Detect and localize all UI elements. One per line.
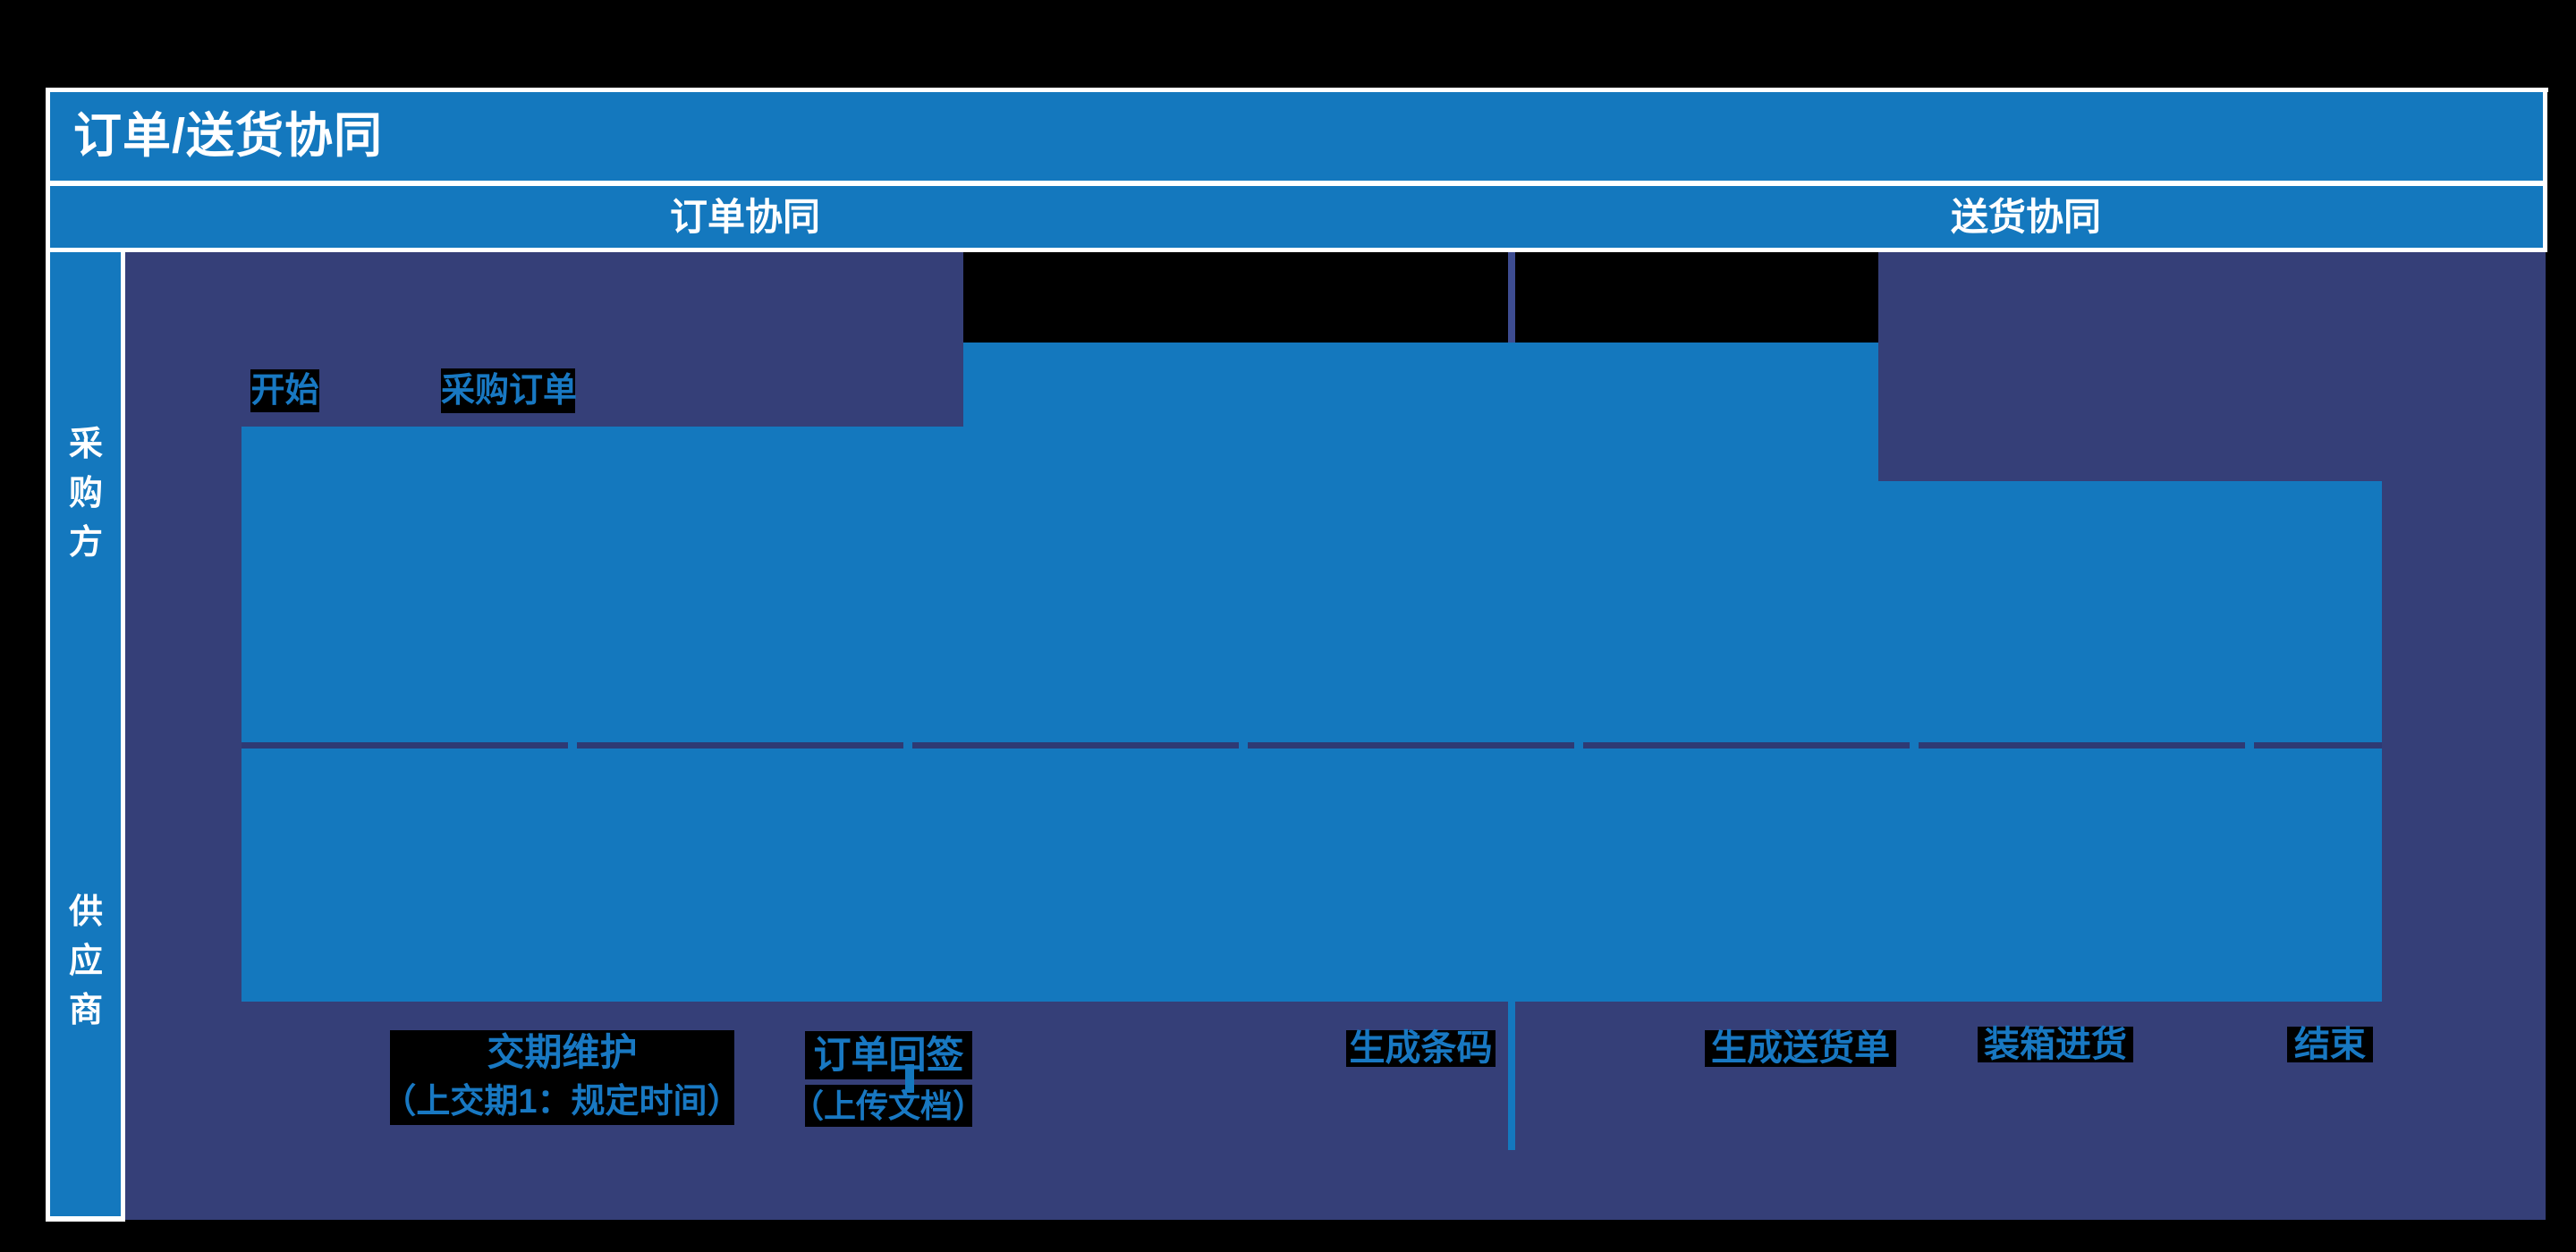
blacked-out-panel-right [1515, 252, 1878, 343]
lane-label-purchaser: 采购方 [68, 426, 103, 562]
generate-barcode-node-label: 生成条码 [1349, 1028, 1493, 1068]
blue-overlay-rect-left [242, 427, 963, 1002]
page-title: 订单/送货协同 [73, 109, 384, 163]
end-node-label: 结束 [2294, 1025, 2366, 1064]
sidebar-divider-line [121, 252, 125, 1220]
column-divider-line-upper [1508, 252, 1515, 343]
column-header-delivery-collaboration: 送货协同 [1950, 196, 2101, 238]
lane-label-supplier: 供应商 [68, 893, 103, 1029]
order-countersign-node-label: 订单回签 [813, 1034, 964, 1076]
generate-barcode-node-box [1346, 1030, 1496, 1067]
blue-overlay-rect-middle [963, 343, 1878, 1002]
purchase-order-node-label: 采购订单 [441, 372, 578, 410]
column-header-order-collaboration: 订单协同 [669, 196, 820, 238]
end-node-box [2287, 1027, 2373, 1062]
order-countersign-note-box [805, 1085, 972, 1127]
order-countersign-node-box [805, 1031, 972, 1079]
column-divider-line-lower [1508, 1002, 1515, 1150]
lane-label-sidebar [50, 252, 121, 1220]
delivery-date-node-box [390, 1030, 734, 1125]
separator-under-header [50, 248, 2546, 252]
title-bar: 订单/送货协同 [50, 92, 2543, 181]
purchase-order-node-box [441, 368, 575, 413]
lane-divider-dashed-line [242, 742, 2382, 749]
frame-border-right-header [2543, 88, 2547, 252]
column-header-row: 订单协同 送货协同 [50, 186, 2543, 248]
start-node-box [250, 369, 319, 412]
packing-inbound-node-box [1978, 1027, 2133, 1062]
blacked-out-panel-left [963, 252, 1508, 343]
sidebar-bottom-border [46, 1216, 125, 1222]
frame-border-left [46, 88, 50, 1222]
start-node-label: 开始 [250, 372, 319, 410]
frame-border-top [46, 88, 2548, 92]
delivery-date-node-label: 交期维护 [487, 1031, 638, 1073]
delivery-date-node-note: （上交期1：规定时间） [382, 1083, 741, 1121]
packing-inbound-node-label: 装箱进货 [1984, 1025, 2127, 1064]
generate-delivery-note-node-label: 生成送货单 [1711, 1028, 1890, 1068]
generate-delivery-note-node-box [1705, 1030, 1896, 1067]
order-countersign-note-label: （上传文档） [791, 1087, 985, 1124]
separator-under-title [50, 181, 2543, 186]
blue-overlay-rect-right [1878, 481, 2382, 1002]
connector-stub [905, 1064, 914, 1093]
